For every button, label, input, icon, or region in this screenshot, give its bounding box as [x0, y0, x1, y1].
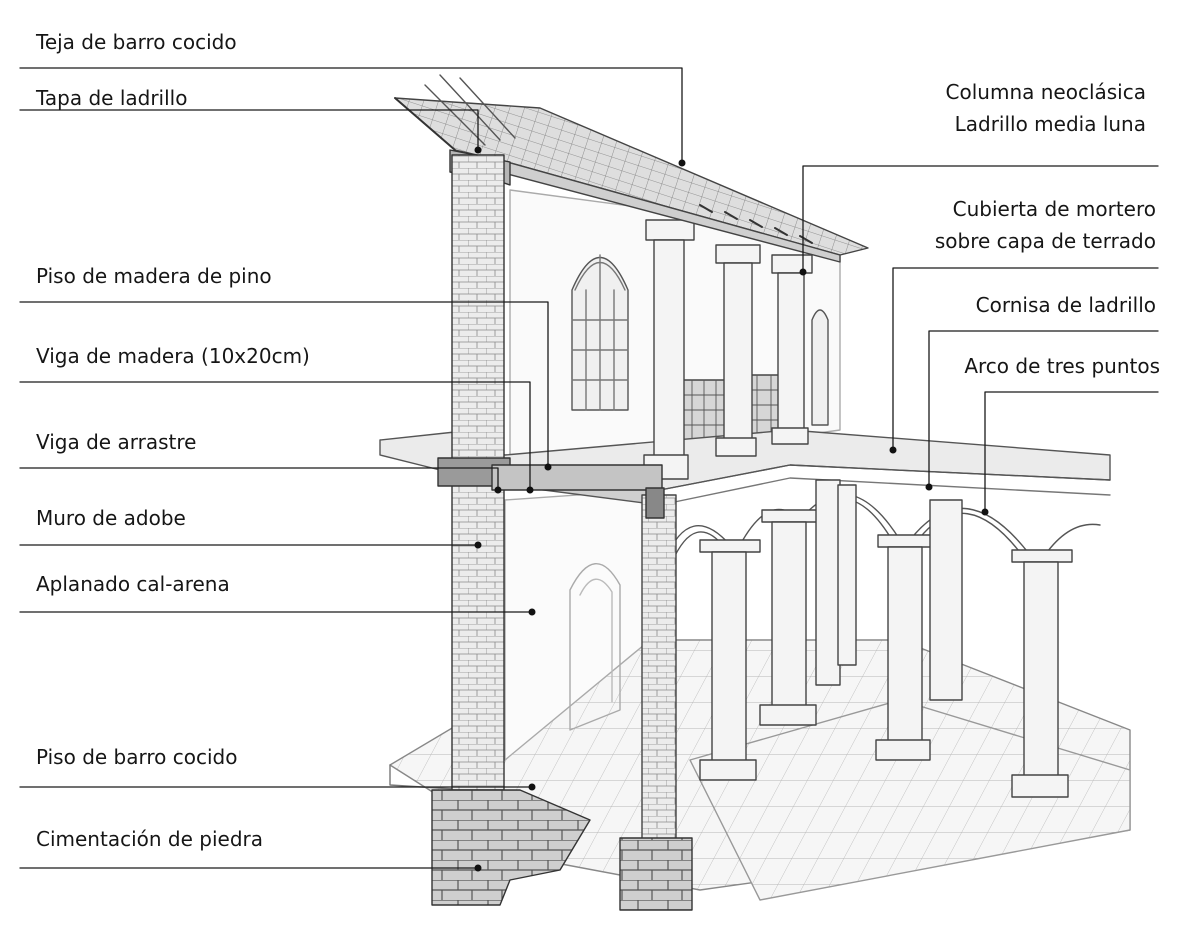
arched-window-right	[811, 309, 829, 426]
label-arco-tres-puntos: Arco de tres puntos	[964, 354, 1160, 378]
label-aplanado-cal-arena: Aplanado cal-arena	[36, 572, 230, 596]
arched-window-left	[571, 254, 629, 411]
stone-foundation	[431, 789, 693, 911]
label-capa-terrado: sobre capa de terrado	[934, 229, 1156, 253]
label-piso-madera-pino: Piso de madera de pino	[36, 264, 272, 288]
label-cubierta-mortero: Cubierta de mortero	[952, 197, 1156, 221]
label-piso-barro-cocido: Piso de barro cocido	[36, 745, 238, 769]
label-columna-neoclasica: Columna neoclásica	[945, 80, 1146, 104]
leader-lines-right	[802, 165, 1159, 513]
adobe-wall-section	[437, 154, 665, 791]
leader-dots-left	[474, 146, 686, 872]
leader-lines-left	[19, 67, 683, 869]
label-tapa-ladrillo: Tapa de ladrillo	[36, 86, 188, 110]
corner-pier	[641, 494, 677, 841]
label-cornisa-ladrillo: Cornisa de ladrillo	[975, 293, 1156, 317]
ground-columns	[699, 479, 1073, 798]
upper-columns	[643, 219, 813, 480]
label-viga-madera: Viga de madera (10x20cm)	[36, 344, 310, 368]
leader-dots-right	[799, 268, 989, 516]
label-ladrillo-media-luna: Ladrillo media luna	[954, 112, 1146, 136]
label-viga-arrastre: Viga de arrastre	[36, 430, 197, 454]
label-cimentacion-piedra: Cimentación de piedra	[36, 827, 263, 851]
label-muro-adobe: Muro de adobe	[36, 506, 186, 530]
label-teja-barro-cocido: Teja de barro cocido	[36, 30, 237, 54]
